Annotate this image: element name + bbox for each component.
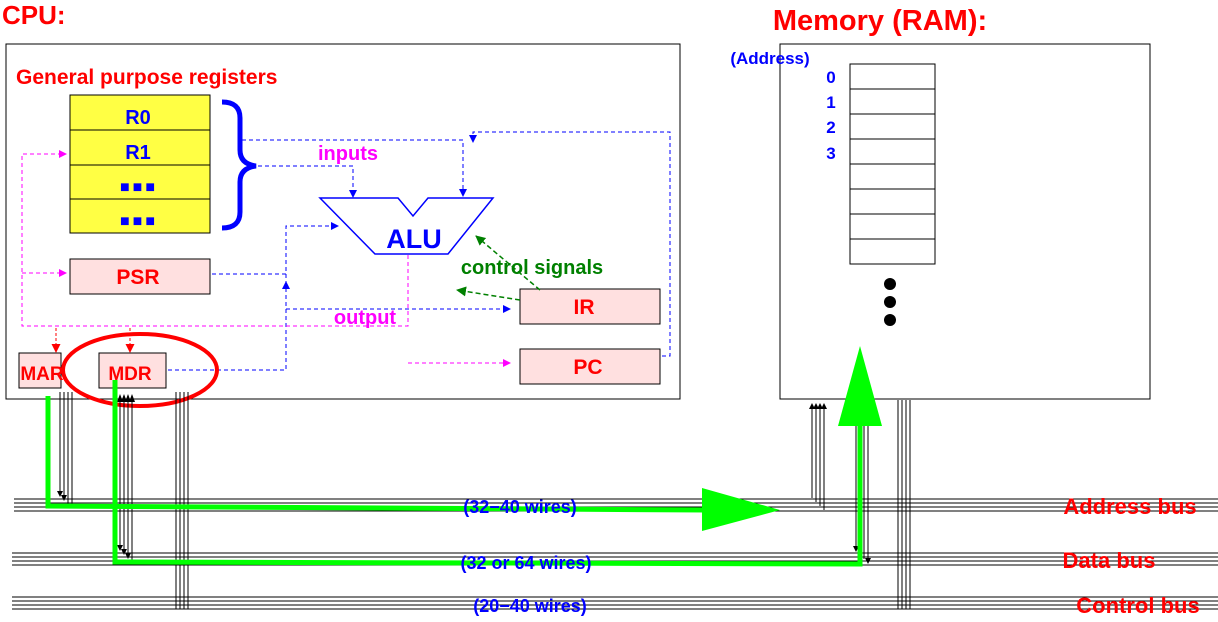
address-0: 0	[826, 68, 835, 87]
register-ellipsis-2: ■■■	[120, 213, 158, 230]
address-header: (Address)	[730, 49, 809, 68]
register-file: R0 R1 ■■■ ■■■	[69, 94, 211, 234]
mar-register	[18, 352, 62, 389]
data-bus-label: Data bus	[1063, 548, 1156, 573]
address-flow-arrowhead	[702, 488, 780, 531]
mdr-data-arrowheads	[117, 394, 135, 402]
address-1: 1	[826, 93, 835, 112]
data-flow-arrowhead	[838, 346, 882, 426]
inputs-label: inputs	[318, 143, 378, 165]
register-brace	[221, 99, 257, 231]
control-bus-wires	[12, 596, 1218, 610]
cpu-title: CPU:	[2, 0, 66, 30]
memory-title: Memory (RAM):	[773, 5, 987, 37]
control-bus-width: (20−40 wires)	[473, 596, 587, 616]
alu-label: ALU	[386, 224, 442, 254]
ir-label: IR	[574, 296, 595, 319]
alu-shape	[318, 197, 495, 255]
ir-register	[519, 288, 661, 325]
data-flow-highlight	[112, 380, 863, 567]
register-ellipsis-1: ■■■	[120, 179, 158, 196]
control-signals-label: control signals	[461, 257, 603, 279]
data-bus-width: (32 or 64 wires)	[460, 553, 591, 573]
address-flow-highlight	[45, 396, 707, 513]
address-3: 3	[826, 144, 835, 163]
address-bus-width: (32−40 wires)	[463, 497, 577, 517]
pc-register	[519, 348, 661, 385]
mar-label: MAR	[20, 364, 64, 385]
mdr-highlight-circle	[61, 332, 219, 408]
control-bus-label: Control bus	[1076, 593, 1199, 618]
control-signal-arrows	[456, 235, 541, 301]
memory-ellipsis-dots	[884, 278, 896, 326]
output-label: output	[334, 307, 397, 329]
gpr-label: General purpose registers	[16, 66, 277, 89]
magenta-output-paths	[21, 150, 511, 367]
mdr-register	[98, 352, 167, 389]
psr-register	[69, 258, 211, 295]
mdr-label: MDR	[108, 364, 152, 385]
register-r1: R1	[125, 142, 151, 164]
memory-box	[779, 43, 1151, 400]
register-to-alu-path	[242, 139, 467, 198]
address-2: 2	[826, 118, 835, 137]
mar-mdr-input-arrows	[51, 328, 135, 353]
psr-label: PSR	[116, 266, 159, 289]
blue-control-paths	[168, 131, 671, 371]
pc-label: PC	[573, 356, 602, 379]
memory-cells	[849, 63, 936, 265]
address-bus-label: Address bus	[1063, 494, 1196, 519]
register-r0: R0	[125, 107, 151, 129]
cpu-bus-connectors	[57, 392, 189, 609]
